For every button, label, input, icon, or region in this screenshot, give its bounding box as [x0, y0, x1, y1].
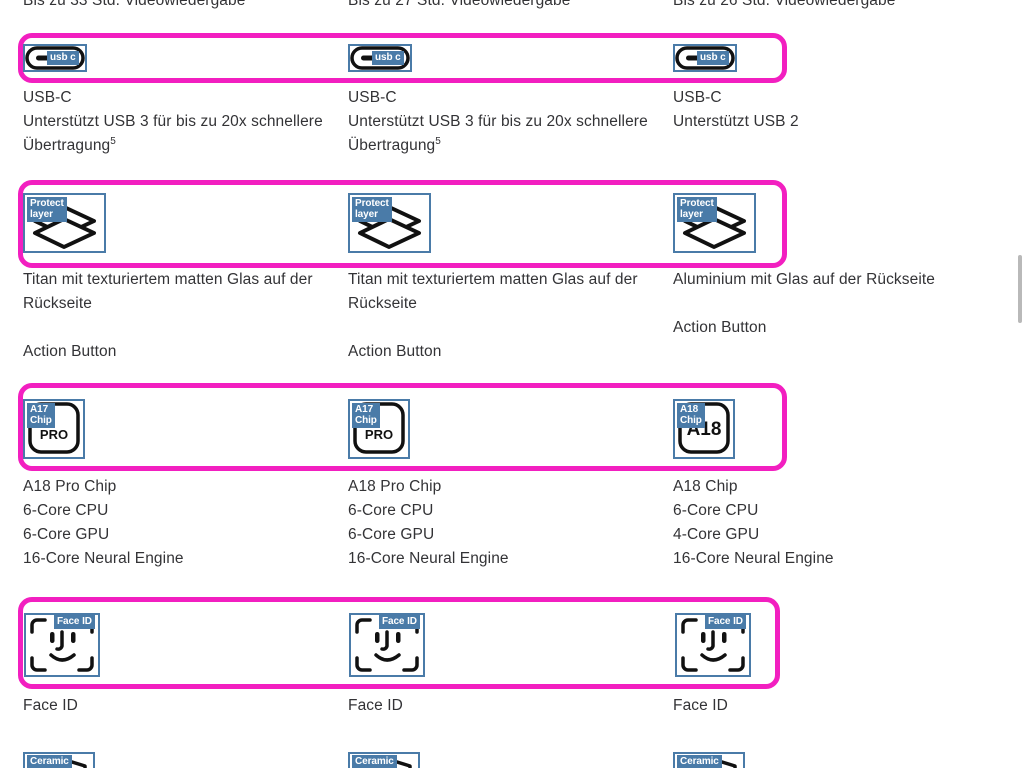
footnote-marker: 5: [110, 135, 116, 147]
protect-layer-badge: Protect layer: [27, 197, 67, 222]
connector-title-2: USB-C: [348, 89, 397, 106]
chip-gpu-1: 6-Core GPU: [23, 526, 110, 543]
ceramic-shield-icon[interactable]: Ceramic: [348, 752, 420, 768]
svg-text:PRO: PRO: [365, 427, 393, 442]
battery-cell-2: Bis zu 27 Std. Videowiedergabe: [348, 0, 571, 9]
protect-layer-icon[interactable]: Protect layer: [348, 193, 431, 253]
connector-desc-3: Unterstützt USB 2: [673, 113, 799, 130]
chip-name-3: A18 Chip: [673, 478, 738, 495]
ceramic-badge: Ceramic: [677, 755, 722, 768]
chip-neural-2: 16-Core Neural Engine: [348, 550, 509, 567]
a17-chip-badge: A17 Chip: [27, 403, 55, 428]
a18-chip-badge: A18 Chip: [677, 403, 705, 428]
material-desc-1: Titan mit texturiertem matten Glas auf d…: [23, 271, 318, 312]
chip-name-1: A18 Pro Chip: [23, 478, 117, 495]
face-id-icon[interactable]: Face ID: [349, 613, 425, 677]
row-material-icons: Protect layer Protect layer Protect laye…: [0, 193, 1024, 253]
chip-cpu-1: 6-Core CPU: [23, 502, 109, 519]
chip-name-2: A18 Pro Chip: [348, 478, 442, 495]
ceramic-badge: Ceramic: [352, 755, 397, 768]
a17-chip-icon[interactable]: PRO A17 Chip: [23, 399, 85, 459]
protect-layer-icon[interactable]: Protect layer: [23, 193, 106, 253]
battery-cell-3: Bis zu 26 Std. Videowiedergabe: [673, 0, 896, 9]
vertical-scrollbar-track[interactable]: [1018, 0, 1024, 768]
a17-chip-badge: A17 Chip: [352, 403, 380, 428]
face-id-icon[interactable]: Face ID: [24, 613, 100, 677]
connector-title-1: USB-C: [23, 89, 72, 106]
row-battery: Bis zu 33 Std. Videowiedergabe Bis zu 27…: [0, 0, 1024, 12]
material-desc-2: Titan mit texturiertem matten Glas auf d…: [348, 271, 643, 312]
faceid-label-3: Face ID: [673, 697, 728, 714]
footnote-marker: 5: [435, 135, 441, 147]
chip-gpu-3: 4-Core GPU: [673, 526, 760, 543]
usb-c-icon-badge: usb c: [47, 51, 79, 65]
protect-layer-badge: Protect layer: [352, 197, 392, 222]
material-spacer-1: [23, 316, 349, 340]
row-ceramic-icons: Ceramic Ceramic Ceramic: [0, 752, 1024, 768]
protect-layer-badge: Protect layer: [677, 197, 717, 222]
a18-chip-icon[interactable]: A18 A18 Chip: [673, 399, 735, 459]
row-faceid-icons: Face ID Face ID: [0, 613, 1024, 677]
usb-c-icon[interactable]: usb c: [23, 44, 87, 72]
a17-chip-icon[interactable]: PRO A17 Chip: [348, 399, 410, 459]
connector-desc-1: Unterstützt USB 3 für bis zu 20x schnell…: [23, 113, 328, 154]
chip-cpu-3: 6-Core CPU: [673, 502, 759, 519]
faceid-label-1: Face ID: [23, 697, 78, 714]
faceid-label-2: Face ID: [348, 697, 403, 714]
material-action-button-2: Action Button: [348, 343, 442, 360]
ceramic-shield-icon[interactable]: Ceramic: [673, 752, 745, 768]
protect-layer-icon[interactable]: Protect layer: [673, 193, 756, 253]
usb-c-icon-badge: usb c: [372, 51, 404, 65]
row-chip-icons: PRO A17 Chip PRO A17 Chip A18 A18 Chip: [0, 399, 1024, 461]
connector-title-3: USB-C: [673, 89, 722, 106]
connector-desc-2: Unterstützt USB 3 für bis zu 20x schnell…: [348, 113, 653, 154]
row-battery-clip: Bis zu 33 Std. Videowiedergabe Bis zu 27…: [0, 0, 1024, 11]
battery-cell-1: Bis zu 33 Std. Videowiedergabe: [23, 0, 246, 9]
material-action-button-1: Action Button: [23, 343, 117, 360]
material-desc-3: Aluminium mit Glas auf der Rückseite: [673, 271, 936, 288]
chip-gpu-2: 6-Core GPU: [348, 526, 435, 543]
ceramic-shield-icon[interactable]: Ceramic: [23, 752, 95, 768]
chip-cpu-2: 6-Core CPU: [348, 502, 434, 519]
usb-c-icon-badge: usb c: [697, 51, 729, 65]
material-spacer-3: [673, 292, 999, 316]
face-id-badge: Face ID: [705, 615, 746, 629]
face-id-badge: Face ID: [379, 615, 420, 629]
svg-text:PRO: PRO: [40, 427, 68, 442]
ceramic-badge: Ceramic: [27, 755, 72, 768]
face-id-icon[interactable]: Face ID: [675, 613, 751, 677]
vertical-scrollbar-thumb[interactable]: [1018, 255, 1022, 323]
chip-neural-1: 16-Core Neural Engine: [23, 550, 184, 567]
material-spacer-2: [348, 316, 674, 340]
face-id-badge: Face ID: [54, 615, 95, 629]
row-connector-icons: usb c usb c usb c: [0, 44, 1024, 74]
chip-neural-3: 16-Core Neural Engine: [673, 550, 834, 567]
material-action-button-3: Action Button: [673, 319, 767, 336]
usb-c-icon[interactable]: usb c: [348, 44, 412, 72]
usb-c-icon[interactable]: usb c: [673, 44, 737, 72]
